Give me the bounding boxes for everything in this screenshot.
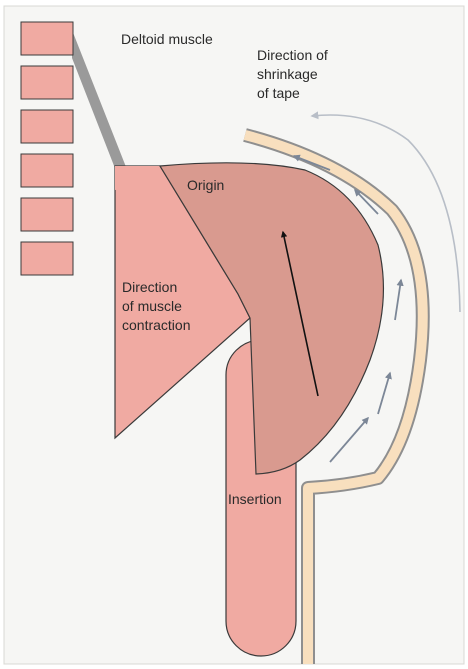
insertion-label: Insertion xyxy=(228,491,282,507)
legend-swatch xyxy=(21,110,73,143)
shrinkage-label-line3: of tape xyxy=(257,85,300,101)
shrinkage-label-line1: Direction of xyxy=(257,47,328,63)
origin-label: Origin xyxy=(187,177,224,193)
legend-swatch xyxy=(21,242,73,275)
legend-swatch xyxy=(21,66,73,99)
contraction-label-line2: of muscle xyxy=(122,298,182,314)
legend-swatch xyxy=(21,198,73,231)
legend-swatch xyxy=(21,154,73,187)
contraction-label-line1: Direction xyxy=(122,279,177,295)
shrinkage-label-line2: shrinkage xyxy=(257,66,318,82)
contraction-label-line3: contraction xyxy=(122,317,190,333)
deltoid-muscle-label: Deltoid muscle xyxy=(121,31,213,47)
legend-swatch xyxy=(21,22,73,55)
